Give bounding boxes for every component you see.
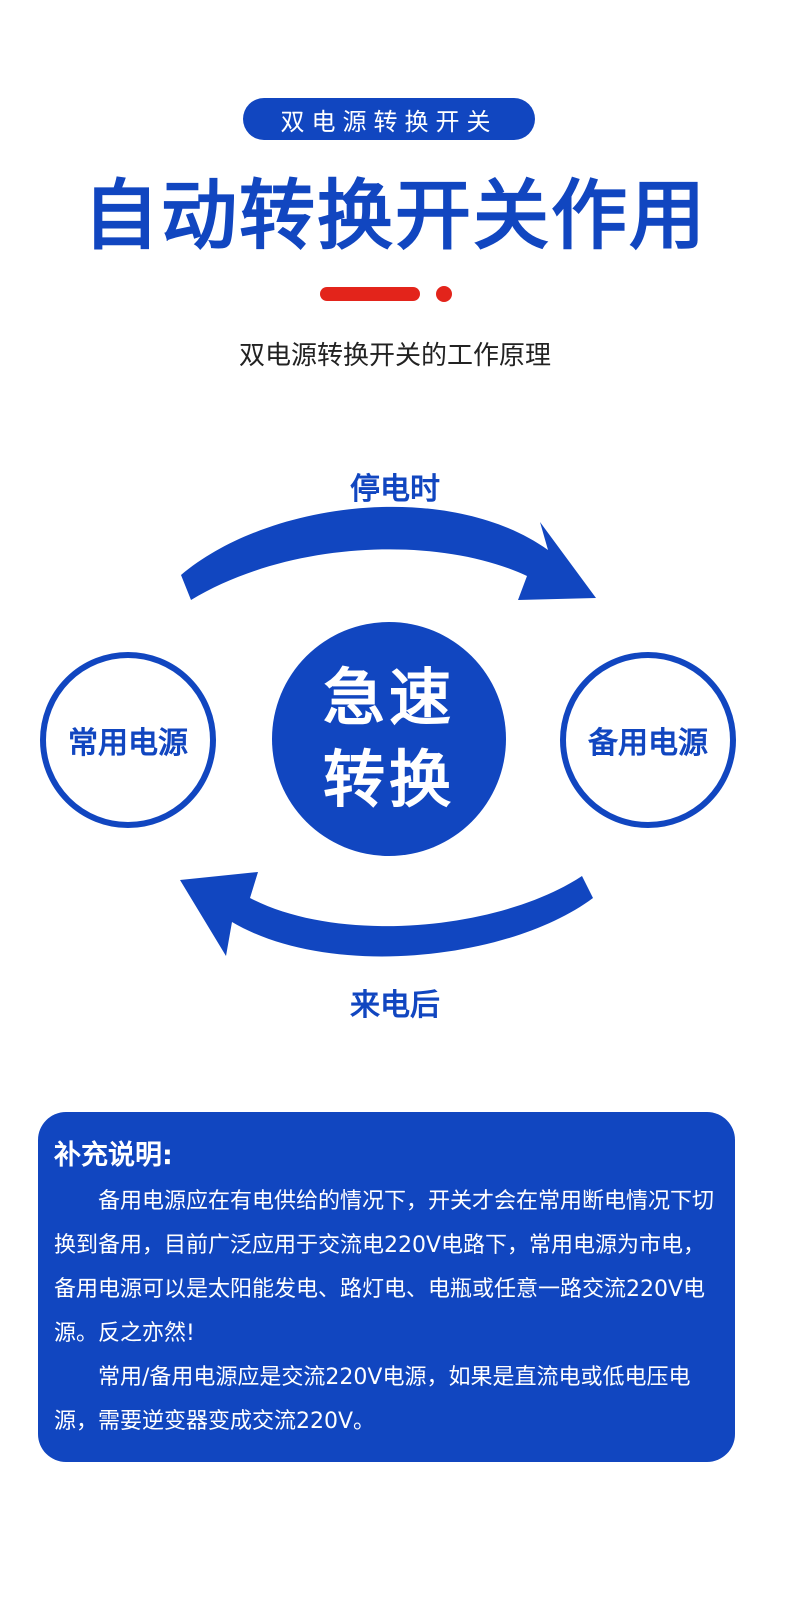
decorative-red-dot	[436, 286, 452, 302]
bottom-arc-arrow-icon	[180, 872, 593, 957]
note-paragraph-2: 常用/备用电源应是交流220V电源，如果是直流电或低电压电源，需要逆变器变成交流…	[54, 1365, 691, 1434]
page-title: 自动转换开关作用	[83, 171, 707, 260]
center-text-line2: 转换	[322, 743, 455, 816]
backup-power-source-circle: 备用电源	[560, 652, 736, 828]
note-paragraph-1: 备用电源应在有电供给的情况下，开关才会在常用断电情况下切换到备用，目前广泛应用于…	[54, 1189, 715, 1346]
fast-switch-circle: 急速 转换	[272, 622, 506, 856]
supplementary-note-box: 补充说明: 备用电源应在有电供给的情况下，开关才会在常用断电情况下切换到备用，目…	[38, 1112, 735, 1462]
cycle-arrows	[180, 506, 596, 957]
power-outage-label: 停电时	[350, 472, 440, 507]
top-arc-arrow-icon	[181, 506, 596, 600]
decorative-red-bar	[320, 287, 420, 301]
backup-power-source-label: 备用电源	[588, 726, 708, 761]
switch-cycle-diagram: 停电时 来电后 常用电源 备用电源 急速 转换	[0, 440, 790, 1050]
header-pill: 双电源转换开关	[243, 98, 535, 140]
note-title: 补充说明:	[54, 1140, 173, 1171]
main-power-source-circle: 常用电源	[40, 652, 216, 828]
main-power-source-label: 常用电源	[68, 726, 188, 761]
page-subtitle: 双电源转换开关的工作原理	[238, 341, 551, 371]
center-text-line1: 急速	[322, 661, 455, 734]
power-restored-label: 来电后	[350, 988, 440, 1023]
